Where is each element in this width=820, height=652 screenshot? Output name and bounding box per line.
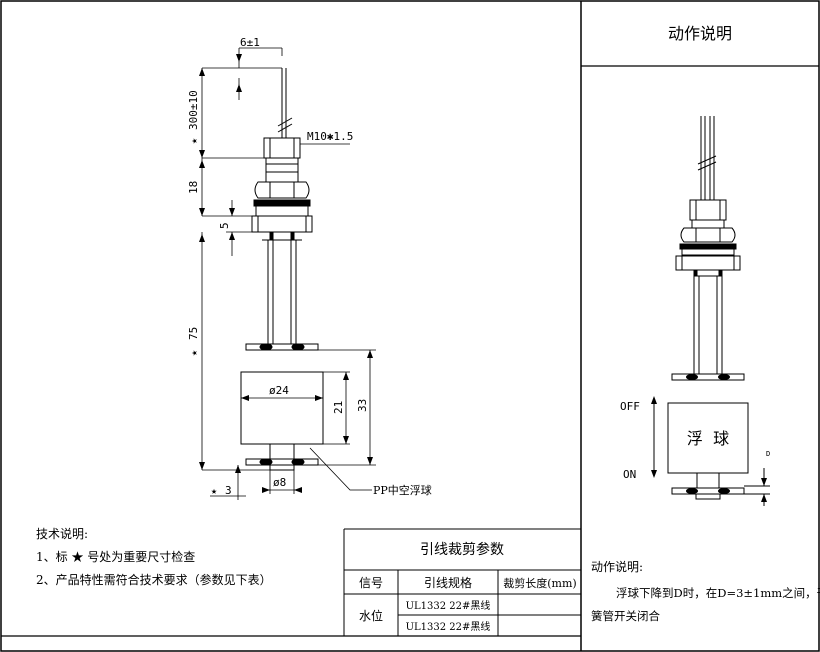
dimension-lines [201, 47, 376, 500]
main-bottom-clip [245, 444, 319, 471]
tech-note-1: 1、标 ★ 号处为重要尺寸检查 [36, 549, 195, 564]
tech-notes-title: 技术说明: [36, 526, 88, 541]
action-sensor-drawing [653, 116, 770, 506]
dim-float-diameter: ø24 [269, 384, 289, 397]
main-hex-nut [253, 181, 311, 217]
lead-cut-table [343, 528, 581, 636]
dim-stem-length: 75 [187, 327, 200, 340]
tech-note-2: 2、产品特性需符合技术要求（参数见下表） [36, 572, 272, 587]
dim-travel: 33 [356, 399, 369, 412]
main-stem [267, 239, 297, 345]
lead-table-header-length: 裁剪长度(mm) [503, 576, 576, 590]
lead-table-row-1-spec: UL1332 22#黑线 [406, 599, 491, 612]
main-float-ball [240, 371, 324, 445]
main-top-clip [245, 343, 319, 351]
lead-table-row-2-spec: UL1332 22#黑线 [406, 620, 491, 633]
action-off-label: OFF [620, 400, 640, 413]
dim-bottom-offset: 3 [225, 484, 232, 497]
dim-lead-length: 300±10 [187, 90, 200, 130]
action-on-label: ON [623, 468, 636, 481]
lead-table-title: 引线裁剪参数 [420, 541, 504, 558]
tech-notes: 技术说明: 1、标 ★ 号处为重要尺寸检查 2、产品特性需符合技术要求（参数见下… [36, 526, 272, 587]
dim-lead-length-star: ★ [189, 138, 200, 144]
action-float-text: 浮 球 [687, 429, 729, 448]
lead-table-signal: 水位 [359, 608, 383, 623]
main-lead-wires [277, 68, 293, 138]
dim-bottom-offset-star: ★ [211, 486, 217, 497]
float-material-label: PP中空浮球 [373, 483, 432, 497]
dim-lead-gap: 6±1 [240, 36, 260, 49]
action-clip-dots [651, 374, 767, 502]
action-panel-title: 动作说明 [668, 24, 732, 43]
dim-float-height: 21 [332, 401, 345, 414]
lead-table-header-spec: 引线规格 [424, 575, 472, 590]
action-desc-title: 动作说明: [591, 559, 643, 574]
dim-thread: M10✱1.5 [307, 130, 353, 143]
action-d-label: D [766, 450, 770, 458]
dim-stem-length-star: ★ [189, 350, 200, 356]
main-thread-body [263, 137, 301, 183]
main-flange [251, 215, 313, 241]
action-desc-line-1: 浮球下降到D时，在D=3±1mm之间，干 [616, 586, 820, 600]
action-desc-line-2: 簧管开关闭合 [591, 609, 660, 623]
main-sensor-drawing [240, 68, 324, 471]
dim-nut-height: 18 [187, 181, 200, 194]
dim-flange: 5 [218, 222, 231, 229]
lead-table-header-signal: 信号 [359, 576, 383, 590]
dim-bottom-diameter: ø8 [273, 476, 286, 489]
dimension-arrows [199, 54, 373, 493]
